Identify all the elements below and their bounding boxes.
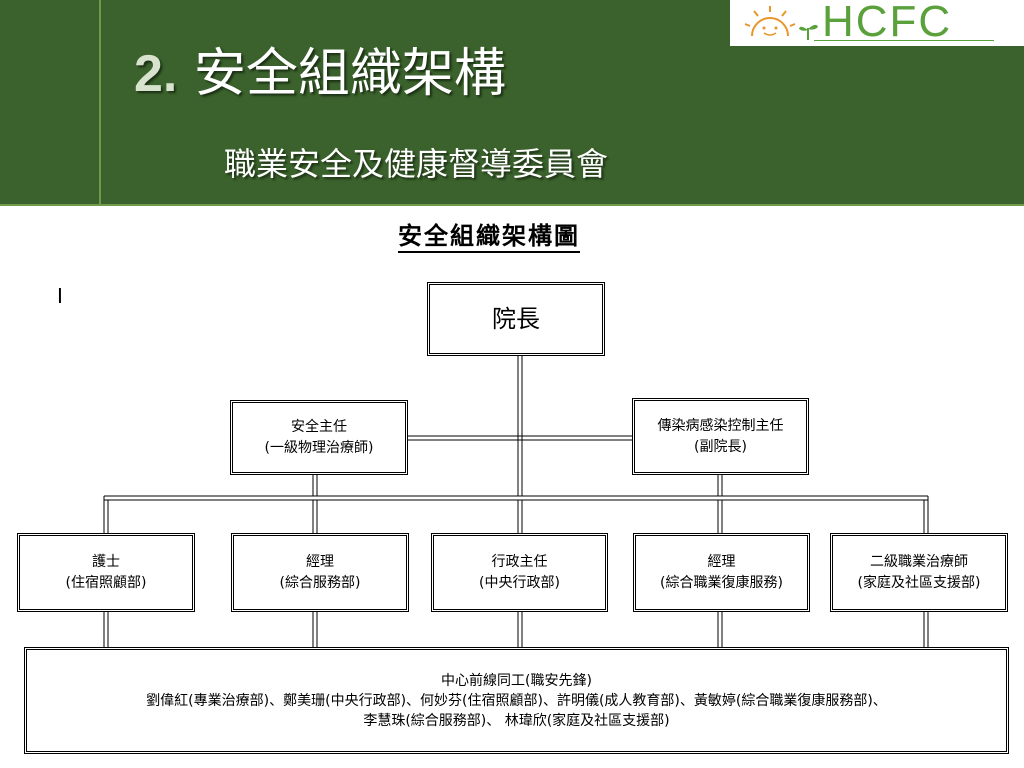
department-box-vocational-rehab: 經理 (綜合職業復康服務) bbox=[633, 533, 810, 612]
stray-text-mark: I bbox=[57, 284, 63, 308]
department-title: 二級職業治療師 bbox=[870, 553, 968, 570]
frontline-staff-box: 中心前線同工(職安先鋒) 劉偉紅(專業治療部)、鄭美珊(中央行政部)、何妙芬(住… bbox=[24, 647, 1009, 754]
infection-control-detail: (副院長) bbox=[694, 438, 747, 455]
safety-officer-box: 安全主任 (一級物理治療師) bbox=[230, 400, 408, 475]
org-chart-title: 安全組織架構圖 bbox=[398, 221, 580, 253]
department-title: 行政主任 bbox=[491, 553, 548, 570]
header-bottom-line bbox=[0, 204, 1024, 206]
director-title: 院長 bbox=[492, 304, 540, 333]
department-title: 經理 bbox=[707, 553, 736, 570]
department-box-nurse: 護士 (住宿照顧部) bbox=[17, 533, 195, 612]
staff-names-line1: 劉偉紅(專業治療部)、鄭美珊(中央行政部)、何妙芬(住宿照顧部)、許明儀(成人教… bbox=[146, 692, 887, 709]
department-title: 經理 bbox=[306, 553, 334, 570]
department-box-admin: 行政主任 (中央行政部) bbox=[431, 533, 608, 612]
sun-sprout-icon bbox=[744, 6, 818, 40]
department-detail: (綜合服務部) bbox=[279, 574, 361, 591]
safety-officer-detail: (一級物理治療師) bbox=[264, 439, 374, 456]
staff-title: 中心前線同工(職安先鋒) bbox=[441, 672, 592, 689]
director-box: 院長 bbox=[427, 282, 605, 356]
slide-subtitle: 職業安全及健康督導委員會 bbox=[224, 145, 609, 183]
infection-control-title: 傳染病感染控制主任 bbox=[657, 417, 784, 434]
slide-number: 2. bbox=[134, 45, 178, 103]
department-title: 護士 bbox=[92, 553, 120, 570]
infection-control-box: 傳染病感染控制主任 (副院長) bbox=[632, 398, 809, 475]
department-box-family-support: 二級職業治療師 (家庭及社區支援部) bbox=[830, 533, 1008, 612]
department-detail: (家庭及社區支援部) bbox=[857, 574, 981, 591]
header-vertical-line bbox=[99, 0, 101, 206]
logo-underline bbox=[814, 40, 994, 41]
department-detail: (中央行政部) bbox=[479, 574, 560, 591]
department-box-general-services: 經理 (綜合服務部) bbox=[231, 533, 409, 612]
safety-officer-title: 安全主任 bbox=[291, 418, 347, 435]
department-detail: (住宿照顧部) bbox=[65, 574, 147, 591]
logo-text: HCFC bbox=[822, 0, 953, 46]
department-detail: (綜合職業復康服務) bbox=[660, 574, 783, 591]
staff-names-line2: 李慧珠(綜合服務部)、 林瑋欣(家庭及社區支援部) bbox=[363, 712, 670, 729]
slide-title-text: 安全組織架構 bbox=[193, 44, 506, 104]
slide-title: 2. 安全組織架構 bbox=[134, 44, 506, 104]
hcfc-logo: HCFC bbox=[730, 0, 1024, 46]
